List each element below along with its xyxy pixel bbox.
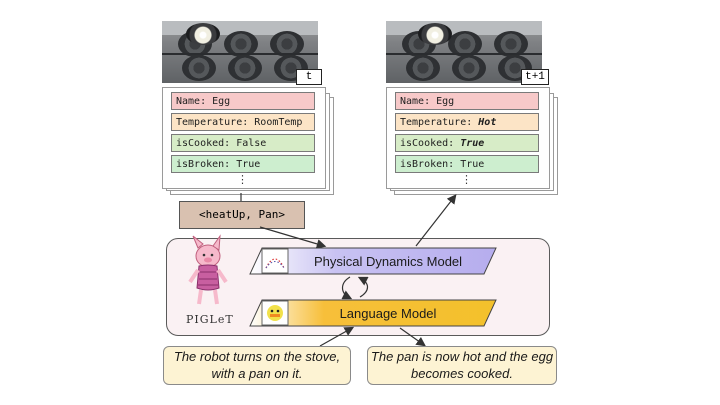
language-model-shape — [249, 299, 497, 327]
attr-isbroken: isBroken: True — [171, 155, 315, 173]
piglet-logo-text: PIGLeT — [186, 313, 234, 326]
attr-temperature: Temperature: Hot — [395, 113, 539, 131]
state-card-after: Name: Egg Temperature: Hot isCooked: Tru… — [386, 87, 550, 189]
stove-photo-before: t — [162, 21, 322, 85]
physical-dynamics-model-label: Physical Dynamics Model — [313, 254, 463, 269]
output-text-bubble: The pan is now hot and the egg becomes c… — [367, 346, 557, 385]
language-model-label: Language Model — [339, 306, 437, 321]
attr-iscooked: isCooked: True — [395, 134, 539, 152]
physical-model-icon — [261, 248, 289, 274]
more-attributes: ⋮ — [237, 173, 248, 186]
attr-temperature: Temperature: RoomTemp — [171, 113, 315, 131]
attr-name: Name: Egg — [395, 92, 539, 110]
input-text-bubble: The robot turns on the stove, with a pan… — [163, 346, 351, 385]
attr-isbroken: isBroken: True — [395, 155, 539, 173]
state-card-before: Name: Egg Temperature: RoomTemp isCooked… — [162, 87, 326, 189]
pan-with-egg — [186, 23, 220, 45]
stove-photo-after — [386, 21, 542, 83]
attr-name: Name: Egg — [171, 92, 315, 110]
more-attributes: ⋮ — [461, 173, 472, 186]
piglet-logo-icon — [188, 234, 228, 305]
time-label-t-plus-1: t+1 — [521, 69, 549, 85]
pan-with-cooked-egg — [418, 23, 452, 45]
physical-model-shape — [249, 247, 497, 275]
attr-iscooked: isCooked: False — [171, 134, 315, 152]
action-box: <heatUp, Pan> — [179, 201, 305, 229]
time-label-t: t — [296, 69, 322, 85]
